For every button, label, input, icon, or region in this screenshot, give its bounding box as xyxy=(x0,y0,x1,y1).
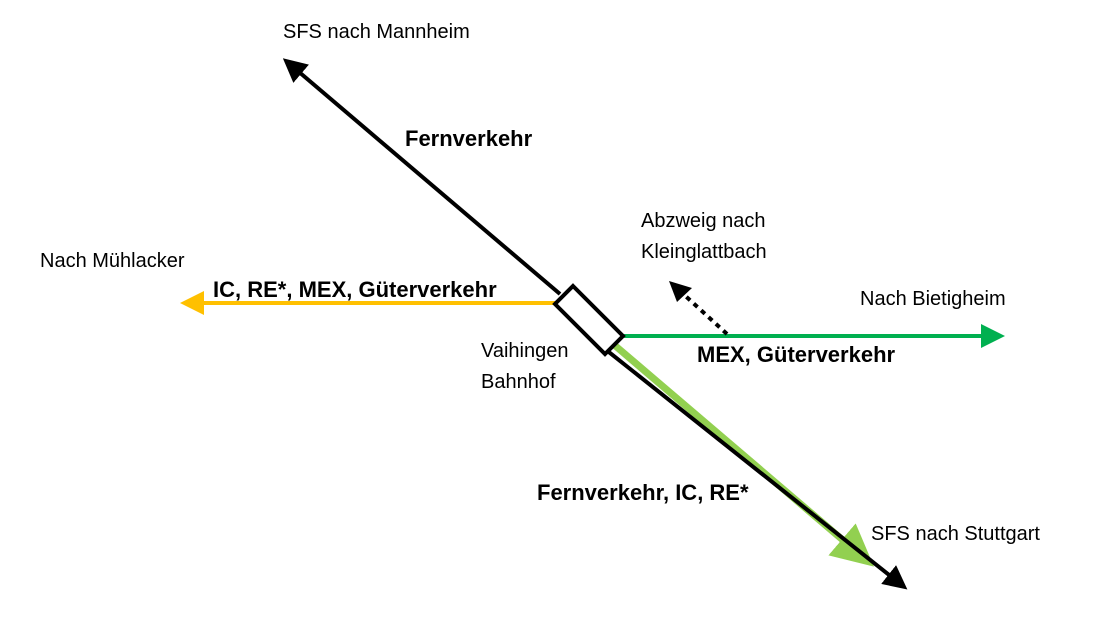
label-bietigheim-services: MEX, Güterverkehr xyxy=(697,342,896,367)
label-stuttgart-services: Fernverkehr, IC, RE* xyxy=(537,480,749,505)
label-muehlacker-services: IC, RE*, MEX, Güterverkehr xyxy=(213,277,497,302)
kleinglattbach-arrowhead xyxy=(669,281,692,302)
label-sfs-mannheim: SFS nach Mannheim xyxy=(283,21,470,43)
sfs-stuttgart-line xyxy=(598,343,908,590)
station-vaihingen-box xyxy=(552,283,626,357)
kleinglattbach-branch-line xyxy=(678,289,729,336)
label-abzweig-1: Abzweig nach xyxy=(641,210,766,232)
label-fernverkehr: Fernverkehr xyxy=(405,126,533,151)
label-sfs-stuttgart: SFS nach Stuttgart xyxy=(871,523,1040,545)
label-bietigheim: Nach Bietigheim xyxy=(860,288,1006,310)
sfs-mannheim-line xyxy=(282,58,562,296)
label-station-1: Vaihingen xyxy=(481,340,568,362)
label-station-2: Bahnhof xyxy=(481,371,556,393)
label-muehlacker: Nach Mühlacker xyxy=(40,250,185,272)
label-abzweig-2: Kleinglattbach xyxy=(641,241,767,263)
